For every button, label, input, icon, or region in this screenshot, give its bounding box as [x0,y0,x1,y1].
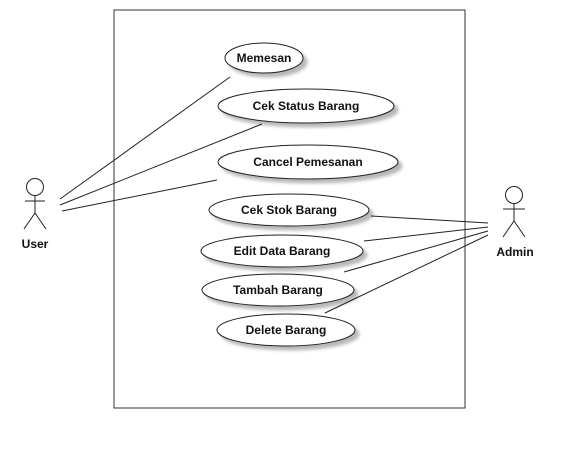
use-case-ellipse [201,273,355,307]
stick-figure-icon [502,186,526,238]
actor-user: User [22,178,49,251]
use-case-label: Cek Status Barang [253,99,360,113]
use-case-edit-data-barang: Edit Data Barang [200,234,364,268]
use-case-ellipse [217,88,395,124]
association-admin-edit [363,226,489,242]
actor-label: User [22,237,49,251]
association-user-cancel [61,179,218,212]
association-admin-delete [324,234,489,314]
use-case-ellipse [216,313,356,347]
association-user-cek-status [59,123,263,206]
use-case-memesan: Memesan [224,42,304,74]
stick-figure-icon [23,178,47,230]
use-case-label: Tambah Barang [233,283,323,297]
association-admin-tambah [343,230,489,273]
use-case-label: Edit Data Barang [234,244,331,258]
use-case-ellipse [200,234,364,268]
use-case-label: Cek Stok Barang [241,203,337,217]
actor-label: Admin [496,245,533,259]
association-lines [59,76,489,314]
use-case-delete-barang: Delete Barang [216,313,356,347]
use-case-ellipse [208,193,370,227]
association-user-memesan [59,76,231,200]
use-case-label: Delete Barang [246,323,327,337]
use-case-cek-stok-barang: Cek Stok Barang [208,193,370,227]
use-case-cek-status-barang: Cek Status Barang [217,88,395,124]
use-case-label: Memesan [237,51,292,65]
use-case-tambah-barang: Tambah Barang [201,273,355,307]
use-case-cancel-pemesanan: Cancel Pemesanan [217,144,399,180]
actor-admin: Admin [496,186,534,259]
use-case-label: Cancel Pemesanan [253,155,362,169]
association-admin-cek-stok [370,215,489,224]
use-case-ellipse [224,42,304,74]
use-case-ellipse [217,144,399,180]
